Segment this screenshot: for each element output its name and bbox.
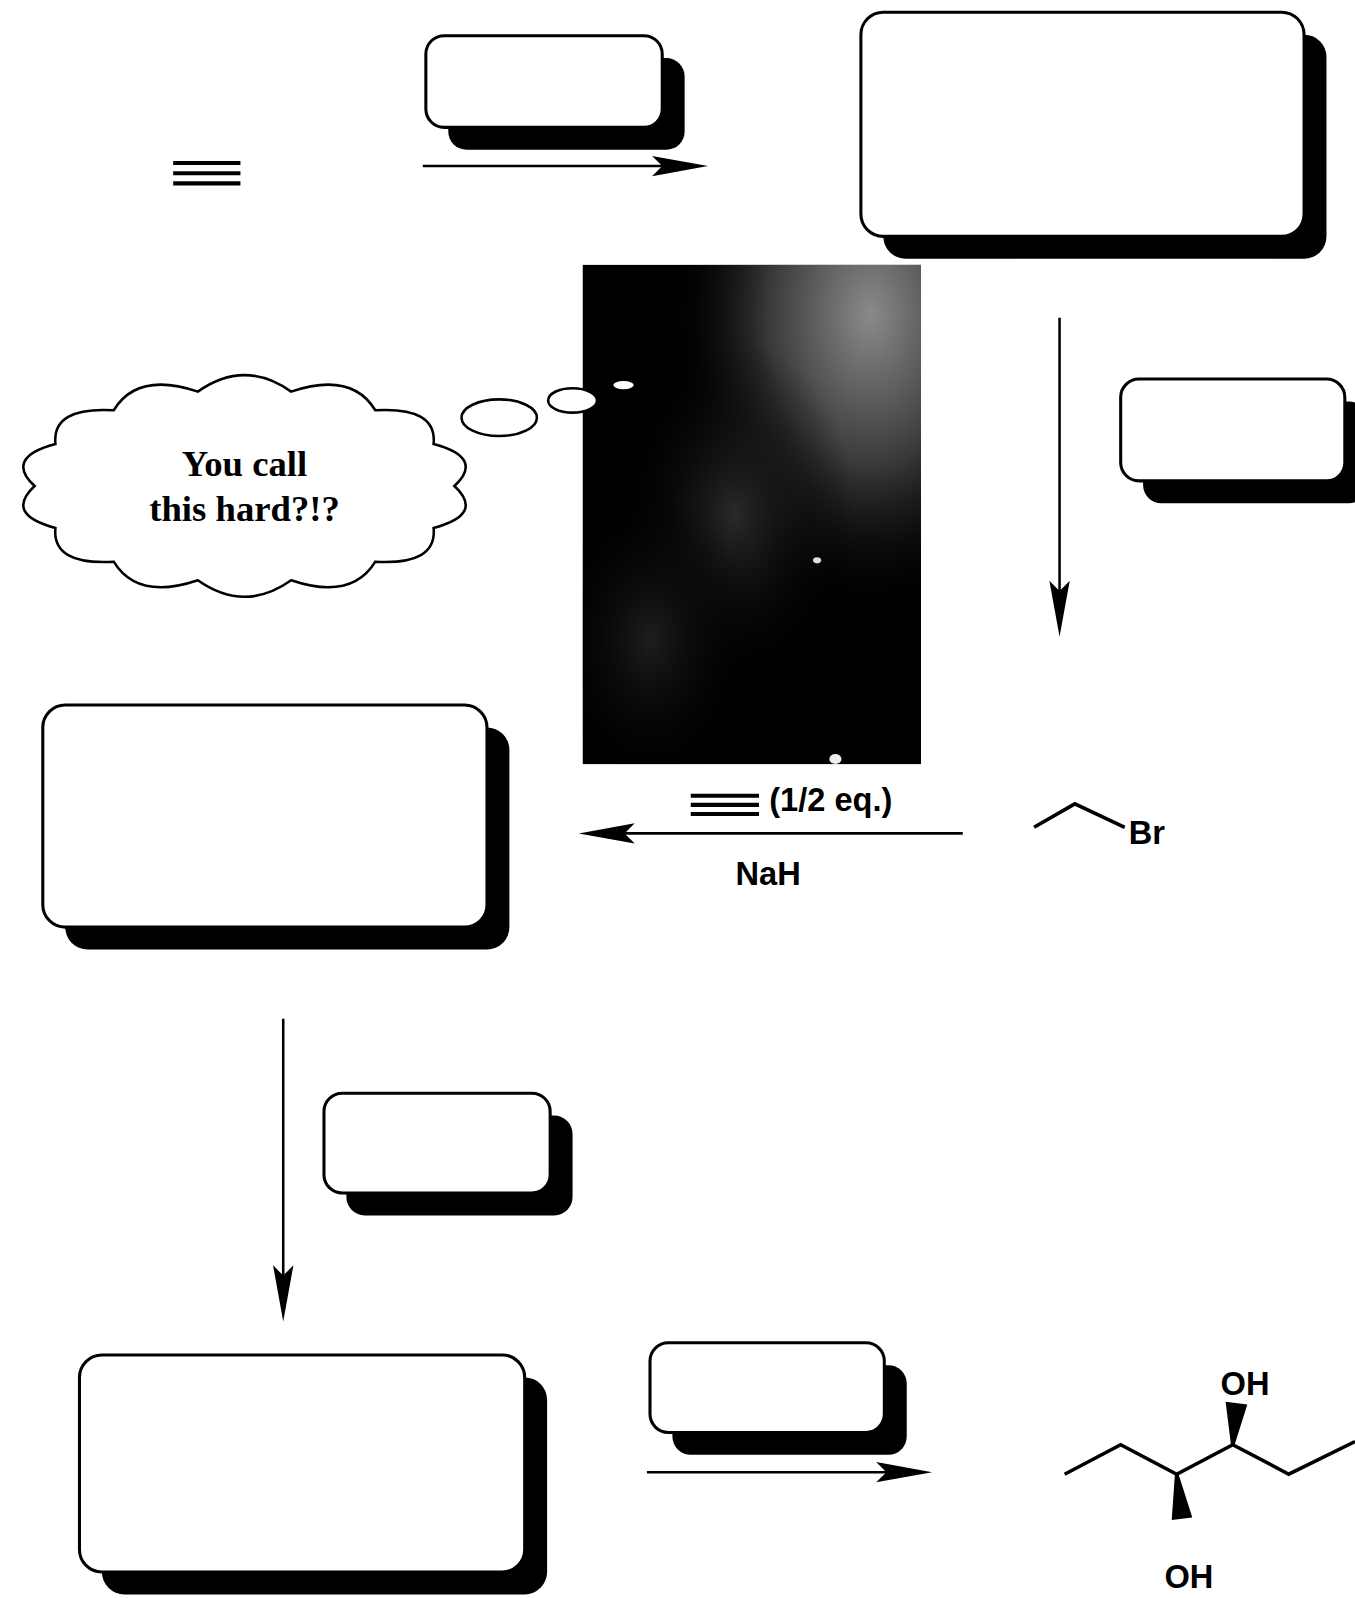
diol-structure — [1065, 1404, 1355, 1518]
reagent-amount: (1/2 eq.) — [769, 780, 892, 819]
thought-cloud: You call this hard?!? — [12, 369, 477, 603]
ethyl-skeleton — [1034, 804, 1125, 827]
cloud-outline — [12, 369, 477, 603]
photo — [583, 265, 921, 764]
atom-label: OH — [1221, 1364, 1270, 1403]
atom-label: OH — [1164, 1558, 1213, 1597]
thought-bubbles — [462, 388, 598, 436]
thought-text: You call this hard?!? — [117, 441, 372, 531]
answer-boxes — [43, 12, 1355, 1594]
reaction-arrows — [273, 156, 1070, 1482]
cloud-shape — [23, 375, 465, 597]
atom-label: Br — [1129, 813, 1165, 852]
reagent-name: NaH — [736, 855, 801, 894]
